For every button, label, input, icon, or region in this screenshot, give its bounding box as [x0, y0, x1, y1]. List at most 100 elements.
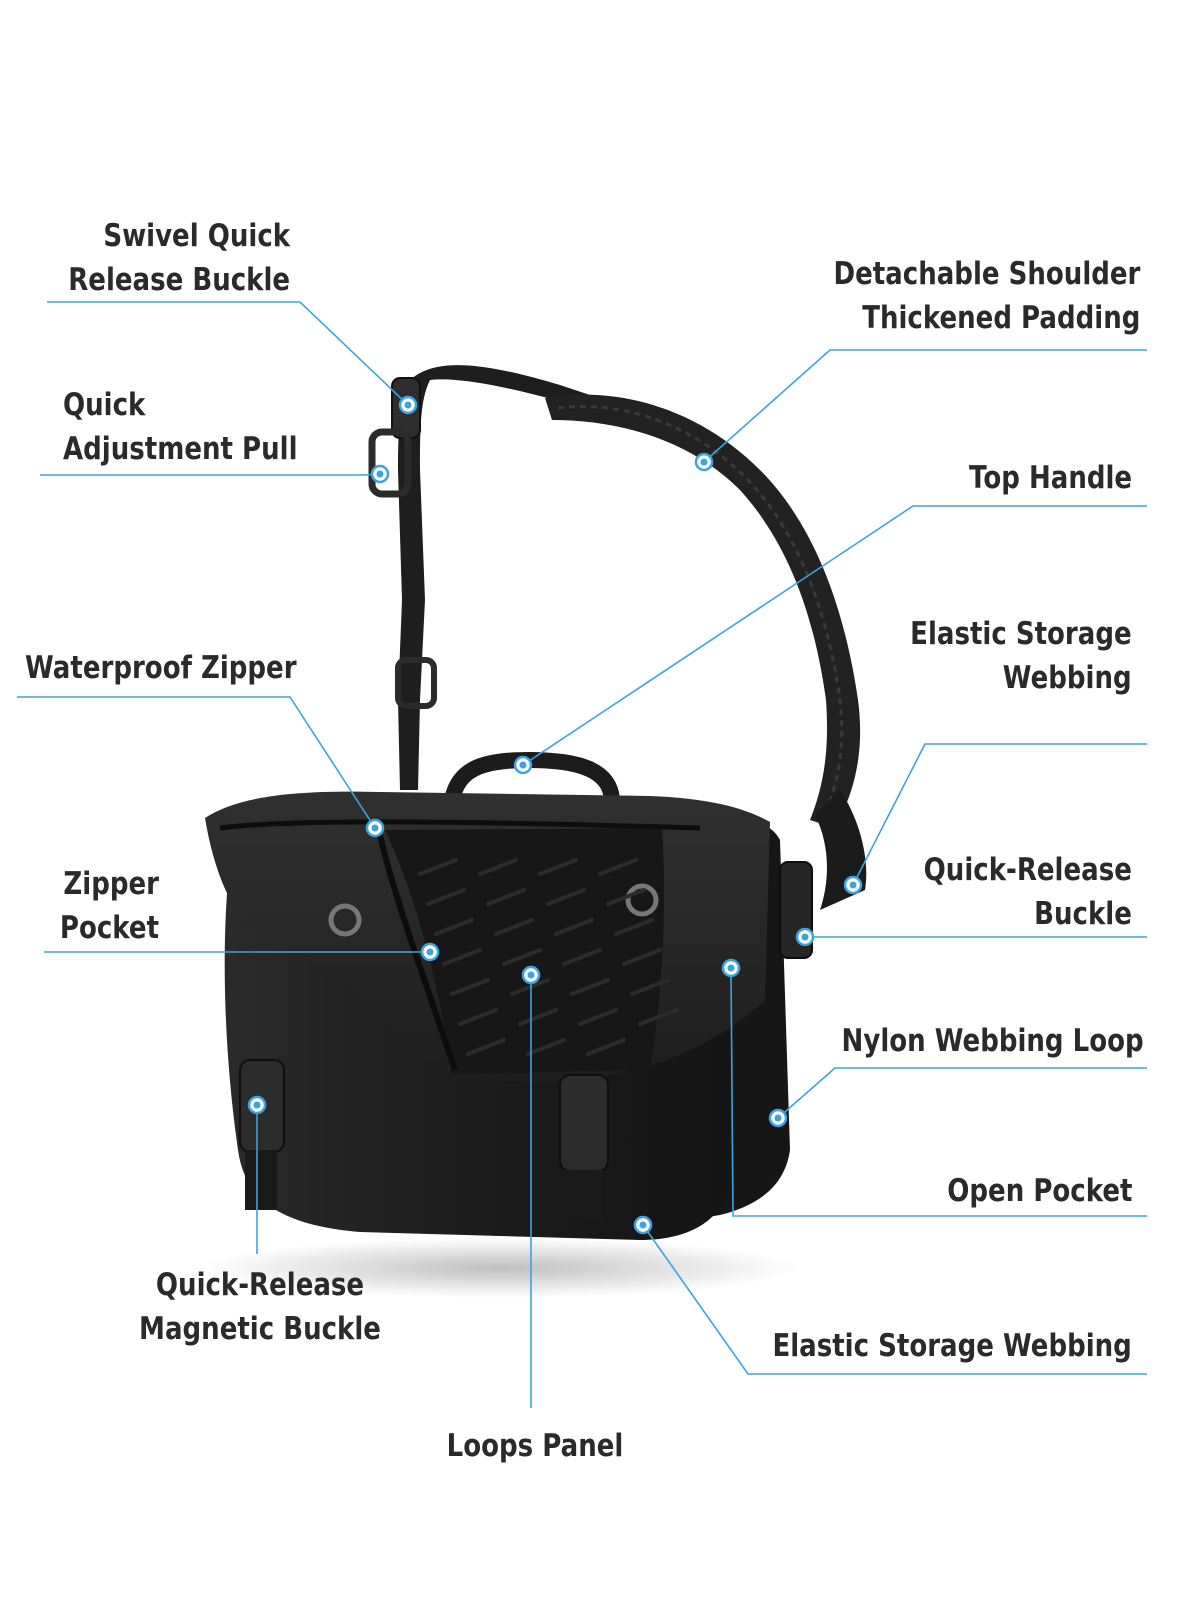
- leader-line: [47, 301, 409, 406]
- loop-slot: [630, 978, 670, 996]
- callout-text: Adjustment Pull: [63, 431, 298, 467]
- loop-slot: [518, 1008, 558, 1026]
- callout-text: Webbing: [1003, 660, 1132, 696]
- adjust-pull: [368, 428, 412, 498]
- callout-marker-dot: [801, 933, 809, 941]
- callout-marker-dot: [527, 971, 535, 979]
- callout-quick-release-buckle: Quick-Release Buckle: [924, 848, 1132, 936]
- loop-slot: [466, 1038, 506, 1056]
- loop-slot: [418, 858, 458, 876]
- loop-slot: [554, 918, 594, 936]
- leader-line: [777, 1067, 1147, 1119]
- loop-slot: [638, 1008, 678, 1026]
- loop-slot: [606, 888, 646, 906]
- callout-text: Detachable Shoulder: [833, 256, 1140, 292]
- zipper-pull-right: [625, 883, 659, 917]
- shoulder-pad: [545, 394, 861, 828]
- callout-text: Thickened Padding: [861, 300, 1140, 336]
- strap-buckle: [395, 657, 437, 709]
- leader-line: [703, 349, 1147, 463]
- callout-detachable-shoulder-padding: Detachable Shoulder Thickened Padding: [833, 252, 1140, 340]
- loop-slot: [578, 1008, 618, 1026]
- loop-slot: [426, 888, 466, 906]
- loop-slot: [494, 918, 534, 936]
- callout-marker-dot: [253, 1101, 261, 1109]
- loop-slot: [570, 978, 610, 996]
- leader-line: [522, 505, 1147, 766]
- loop-slot: [526, 1038, 566, 1056]
- callout-open-pocket: Open Pocket: [947, 1169, 1132, 1213]
- callout-marker-dot: [404, 401, 412, 409]
- callout-text: Elastic Storage Webbing: [772, 1328, 1132, 1364]
- callout-text: Elastic Storage: [910, 616, 1132, 652]
- callout-marker-dot: [774, 1114, 782, 1122]
- leader-lines: [17, 301, 1147, 1408]
- callout-text: Loops Panel: [446, 1428, 624, 1464]
- loop-slot: [598, 858, 638, 876]
- loop-slot: [442, 948, 482, 966]
- callout-marker-dot: [519, 761, 527, 769]
- loop-slot: [458, 1008, 498, 1026]
- callout-marker-dot: [727, 964, 735, 972]
- callout-text: Nylon Webbing Loop: [841, 1023, 1144, 1059]
- loop-slot: [510, 978, 550, 996]
- loop-slot: [622, 948, 662, 966]
- strap-webbing: [398, 365, 620, 790]
- callout-nylon-webbing-loop: Nylon Webbing Loop: [842, 1019, 1144, 1063]
- loop-slot: [586, 1038, 626, 1056]
- callout-quick-release-magnetic-buckle: Quick-Release Magnetic Buckle: [134, 1263, 386, 1351]
- callout-waterproof-zipper: Waterproof Zipper: [25, 646, 297, 690]
- callout-elastic-storage-webbing-lower: Elastic Storage Webbing: [773, 1324, 1132, 1368]
- callout-quick-adjustment-pull: Quick Adjustment Pull: [63, 383, 298, 471]
- zipper-line: [377, 834, 458, 1071]
- loops-panel: [385, 828, 665, 1074]
- callout-loops-panel: Loops Panel: [409, 1424, 661, 1468]
- callout-marker-dot: [376, 470, 384, 478]
- loop-slot: [450, 978, 490, 996]
- front-strap-right: [565, 1170, 603, 1220]
- leader-line: [852, 743, 1147, 886]
- loop-slot: [614, 918, 654, 936]
- shoulder-pad-stitch: [557, 405, 844, 816]
- leader-line: [730, 967, 1147, 1217]
- front-strap-left: [245, 1150, 277, 1210]
- callout-marker-dot: [700, 458, 708, 466]
- callout-text: Quick-Release: [155, 1267, 365, 1303]
- loop-slot: [434, 918, 474, 936]
- leader-line: [17, 696, 376, 829]
- callout-text: Magnetic Buckle: [139, 1311, 381, 1347]
- callout-text: Top Handle: [968, 460, 1132, 496]
- callout-text: Zipper: [63, 866, 159, 902]
- top-zipper: [219, 819, 701, 831]
- callout-swivel-quick-release-buckle: Swivel Quick Release Buckle: [68, 214, 290, 302]
- callout-zipper-pocket: Zipper Pocket: [60, 862, 159, 950]
- leader-line: [40, 473, 381, 476]
- callout-markers: [247, 395, 863, 1235]
- ground-shadow: [200, 1238, 800, 1298]
- callout-text: Open Pocket: [946, 1173, 1132, 1209]
- front-buckle-right: [559, 1074, 609, 1172]
- callout-marker-dot: [639, 1221, 647, 1229]
- loop-slot: [538, 858, 578, 876]
- loop-slot: [502, 948, 542, 966]
- callout-text: Waterproof Zipper: [25, 650, 297, 686]
- loop-slot: [486, 888, 526, 906]
- loops-texture: [418, 858, 678, 1056]
- callout-text: Quick-Release: [923, 852, 1132, 888]
- callout-text: Pocket: [59, 910, 159, 946]
- leader-line: [642, 1224, 1147, 1375]
- loop-slot: [478, 858, 518, 876]
- loop-slot: [562, 948, 602, 966]
- callout-elastic-storage-webbing-upper: Elastic Storage Webbing: [911, 612, 1132, 700]
- callout-text: Release Buckle: [68, 262, 290, 298]
- callout-marker-dot: [371, 824, 379, 832]
- callout-text: Quick: [63, 387, 146, 423]
- callout-marker-dot: [849, 881, 857, 889]
- callout-text: Swivel Quick: [103, 218, 290, 254]
- loop-slot: [546, 888, 586, 906]
- callout-marker-dot: [426, 948, 434, 956]
- zipper-pull-left: [328, 903, 362, 937]
- callout-top-handle: Top Handle: [969, 456, 1132, 500]
